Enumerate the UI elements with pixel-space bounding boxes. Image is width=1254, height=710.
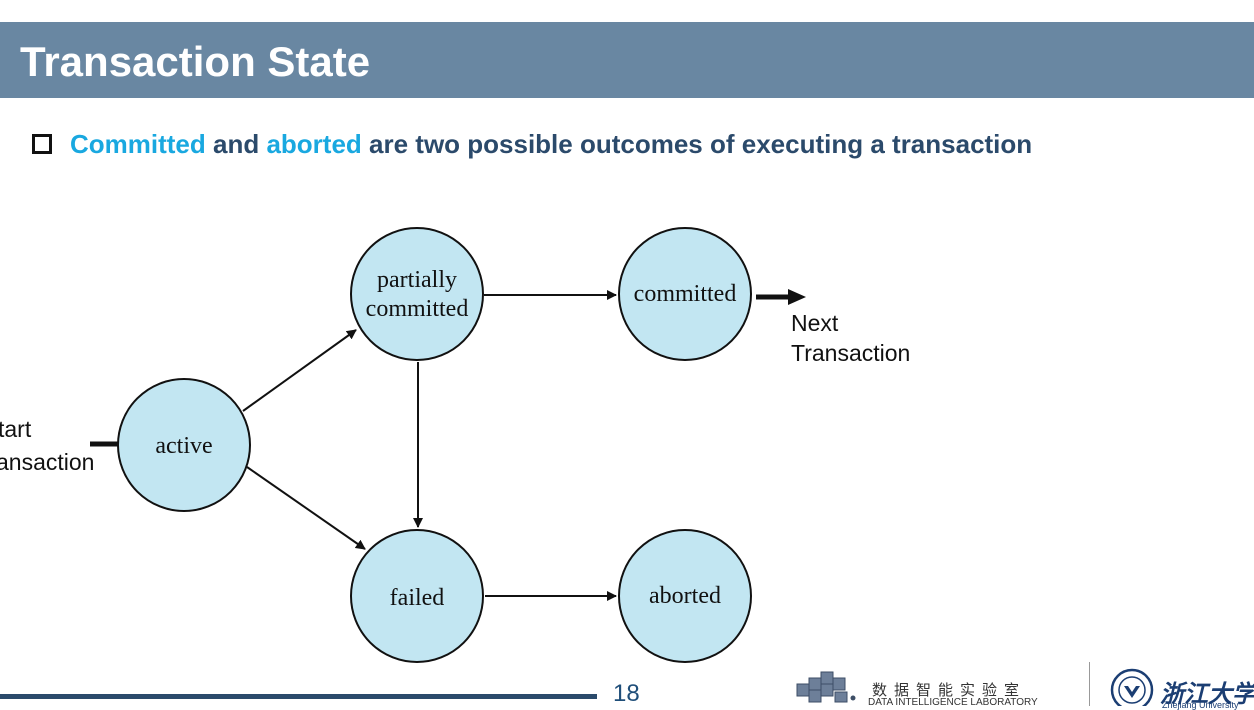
university-name-en: Zhejiang University	[1162, 700, 1239, 710]
slide-title: Transaction State	[20, 38, 371, 85]
state-active: active	[117, 378, 251, 512]
state-committed: committed	[618, 227, 752, 361]
next-arrowhead	[788, 289, 806, 305]
university-emblem-icon	[1110, 668, 1154, 706]
state-partially-committed-label-1: partially	[377, 267, 457, 293]
edge-active-to-failed	[246, 466, 366, 550]
state-failed: failed	[350, 529, 484, 663]
logo-divider	[1089, 662, 1090, 706]
lab-logo-icon	[796, 671, 856, 703]
square-bullet-icon	[32, 134, 52, 154]
lab-name-cn: 数据智能实验室	[872, 681, 1027, 699]
entry-label-line2: ansaction	[0, 449, 94, 475]
bullet-segment-aborted: aborted	[266, 128, 362, 159]
edge-active-to-partially-committed	[242, 329, 357, 412]
entry-label-line1: tart	[0, 416, 32, 442]
bullet-line: Committed and aborted are two possible o…	[32, 128, 1032, 160]
state-partially-committed: partially committed	[350, 227, 484, 361]
page-number: 18	[613, 680, 640, 707]
state-committed-label: committed	[634, 281, 737, 307]
lab-name-en: DATA INTELLIGENCE LABORATORY	[868, 697, 1038, 708]
exit-label-line1: Next	[791, 310, 839, 336]
state-failed-label: failed	[390, 585, 445, 611]
state-active-label: active	[155, 433, 212, 459]
state-aborted: aborted	[618, 529, 752, 663]
bullet-segment-and: and	[205, 128, 267, 159]
bullet-segment-committed: Committed	[70, 128, 206, 159]
bullet-segment-rest: are two possible outcomes of executing a…	[361, 128, 1033, 159]
state-aborted-label: aborted	[649, 583, 721, 609]
state-partially-committed-label-2: committed	[366, 296, 469, 322]
university-name-cn: 浙江大学	[1160, 679, 1254, 708]
exit-label-line2: Transaction	[791, 340, 910, 366]
footer-line	[0, 694, 597, 699]
title-bar: Transaction State	[0, 22, 1254, 98]
